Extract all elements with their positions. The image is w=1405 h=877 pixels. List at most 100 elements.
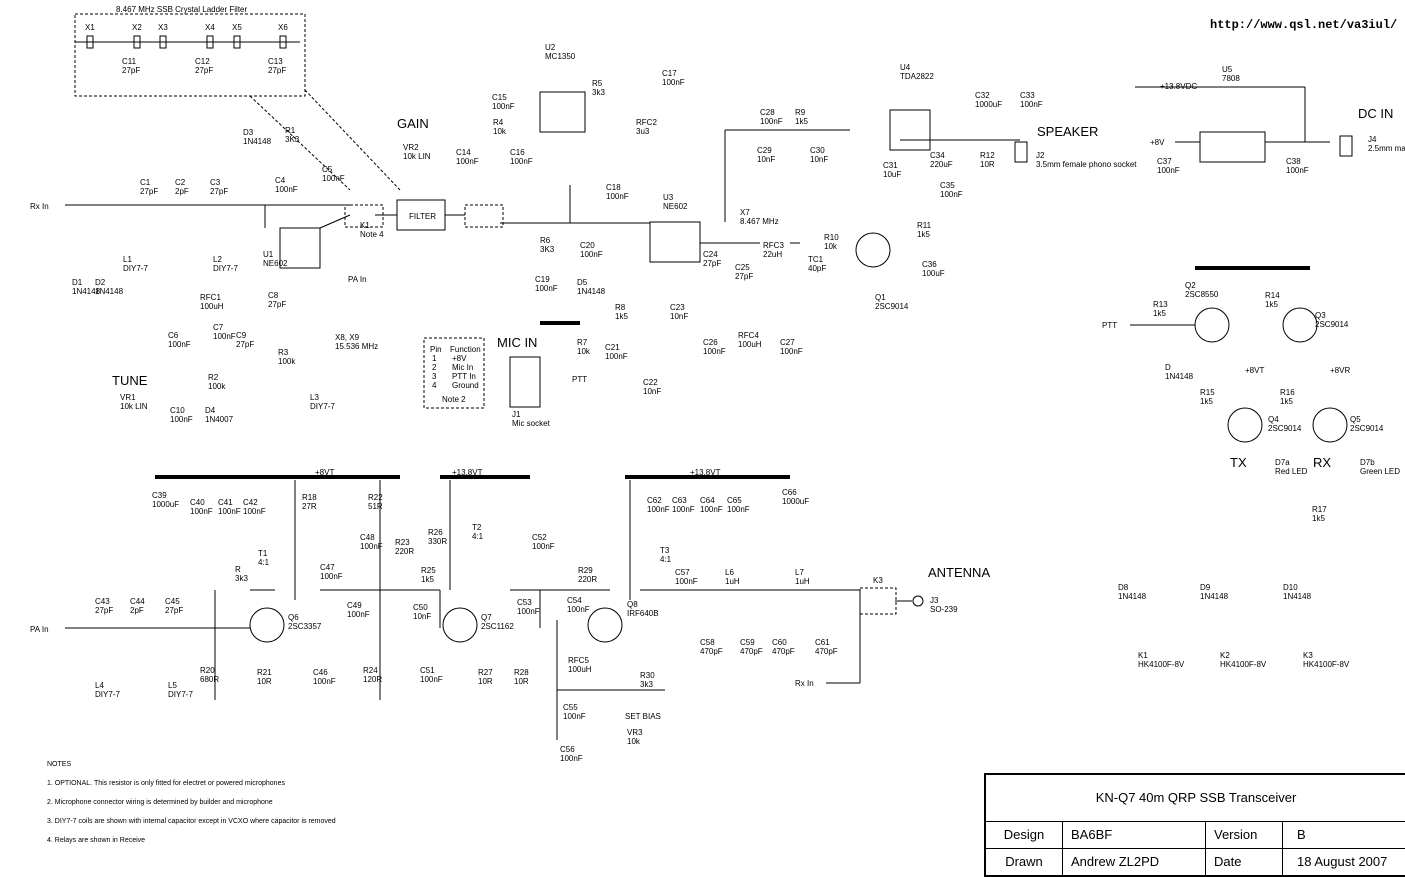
component-value: 1000uF — [152, 500, 179, 509]
component-value: 10k LIN — [403, 152, 431, 161]
component-ref: R27 — [478, 668, 493, 677]
filter-cap-value: 27pF — [195, 66, 213, 75]
component-ref: D2 — [95, 278, 106, 287]
component-ref: L2 — [213, 255, 222, 264]
relay-k3 — [859, 587, 897, 615]
component-value: DIY7-7 — [310, 402, 335, 411]
ic-u5 — [1199, 131, 1266, 163]
svg-text:Mic In: Mic In — [452, 363, 473, 372]
filter-crystal — [86, 35, 94, 49]
component-value: 10nF — [670, 312, 688, 321]
component-ref: C44 — [130, 597, 145, 606]
label-speaker: SPEAKER — [1037, 124, 1098, 139]
component-ref: C49 — [347, 601, 362, 610]
component-value: DIY7-7 — [213, 264, 238, 273]
component-value: 100nF — [213, 332, 236, 341]
component-value: 100nF — [672, 505, 695, 514]
component-value: 27pF — [210, 187, 228, 196]
date-label: Date — [1206, 849, 1283, 875]
component-ref: RFC5 — [568, 656, 589, 665]
version-value: B — [1297, 827, 1306, 842]
component-value: 100nF — [218, 507, 241, 516]
label-antenna: ANTENNA — [928, 565, 990, 580]
component-value: 3k3 — [640, 680, 653, 689]
component-value: 1uH — [725, 577, 740, 586]
component-value: 100nF — [170, 415, 193, 424]
ic-u1 — [279, 227, 321, 269]
component-ref: C29 — [757, 146, 772, 155]
label-tune: TUNE — [112, 373, 148, 388]
transistor-q5 — [1312, 407, 1348, 443]
component-ref: C10 — [170, 406, 185, 415]
component-value: 100nF — [190, 507, 213, 516]
transistor-q3 — [1282, 307, 1318, 343]
component-ref: U1 — [263, 250, 274, 259]
component-ref: D1 — [72, 278, 83, 287]
component-value: DIY7-7 — [168, 690, 193, 699]
transistor-q2 — [1194, 307, 1230, 343]
component-ref: D9 — [1200, 583, 1211, 592]
component-ref: R14 — [1265, 291, 1280, 300]
net-8v-reg: +8V — [1150, 138, 1165, 147]
component-value: 680R — [200, 675, 219, 684]
ic-u3 — [649, 221, 701, 263]
component-value: 100nF — [703, 347, 726, 356]
component-ref: U3 — [663, 193, 674, 202]
component-ref: C58 — [700, 638, 715, 647]
ic-blocks: FILTER — [279, 91, 1353, 615]
component-value: 10nF — [810, 155, 828, 164]
component-value: 1k5 — [1265, 300, 1278, 309]
component-value: 470pF — [700, 647, 723, 656]
note-2: 2. Microphone connector wiring is determ… — [47, 799, 273, 806]
design-value: BA6BF — [1063, 822, 1206, 848]
component-ref: R10 — [824, 233, 839, 242]
component-ref: Q6 — [288, 613, 299, 622]
component-value: 27pF — [703, 259, 721, 268]
component-value: 1uH — [795, 577, 810, 586]
pin-table-box — [423, 337, 485, 409]
notes-block: NOTES 1. OPTIONAL. This resistor is only… — [47, 755, 336, 850]
component-ref: K1 — [360, 221, 370, 230]
component-ref: C37 — [1157, 157, 1172, 166]
component-ref: R24 — [363, 666, 378, 675]
net-ptt-b: PTT — [1102, 321, 1117, 330]
speaker-jack — [1014, 141, 1028, 163]
component-ref: L7 — [795, 568, 804, 577]
source-url[interactable]: http://www.qsl.net/va3iul/ — [1210, 18, 1398, 32]
component-ref: C3 — [210, 178, 221, 187]
